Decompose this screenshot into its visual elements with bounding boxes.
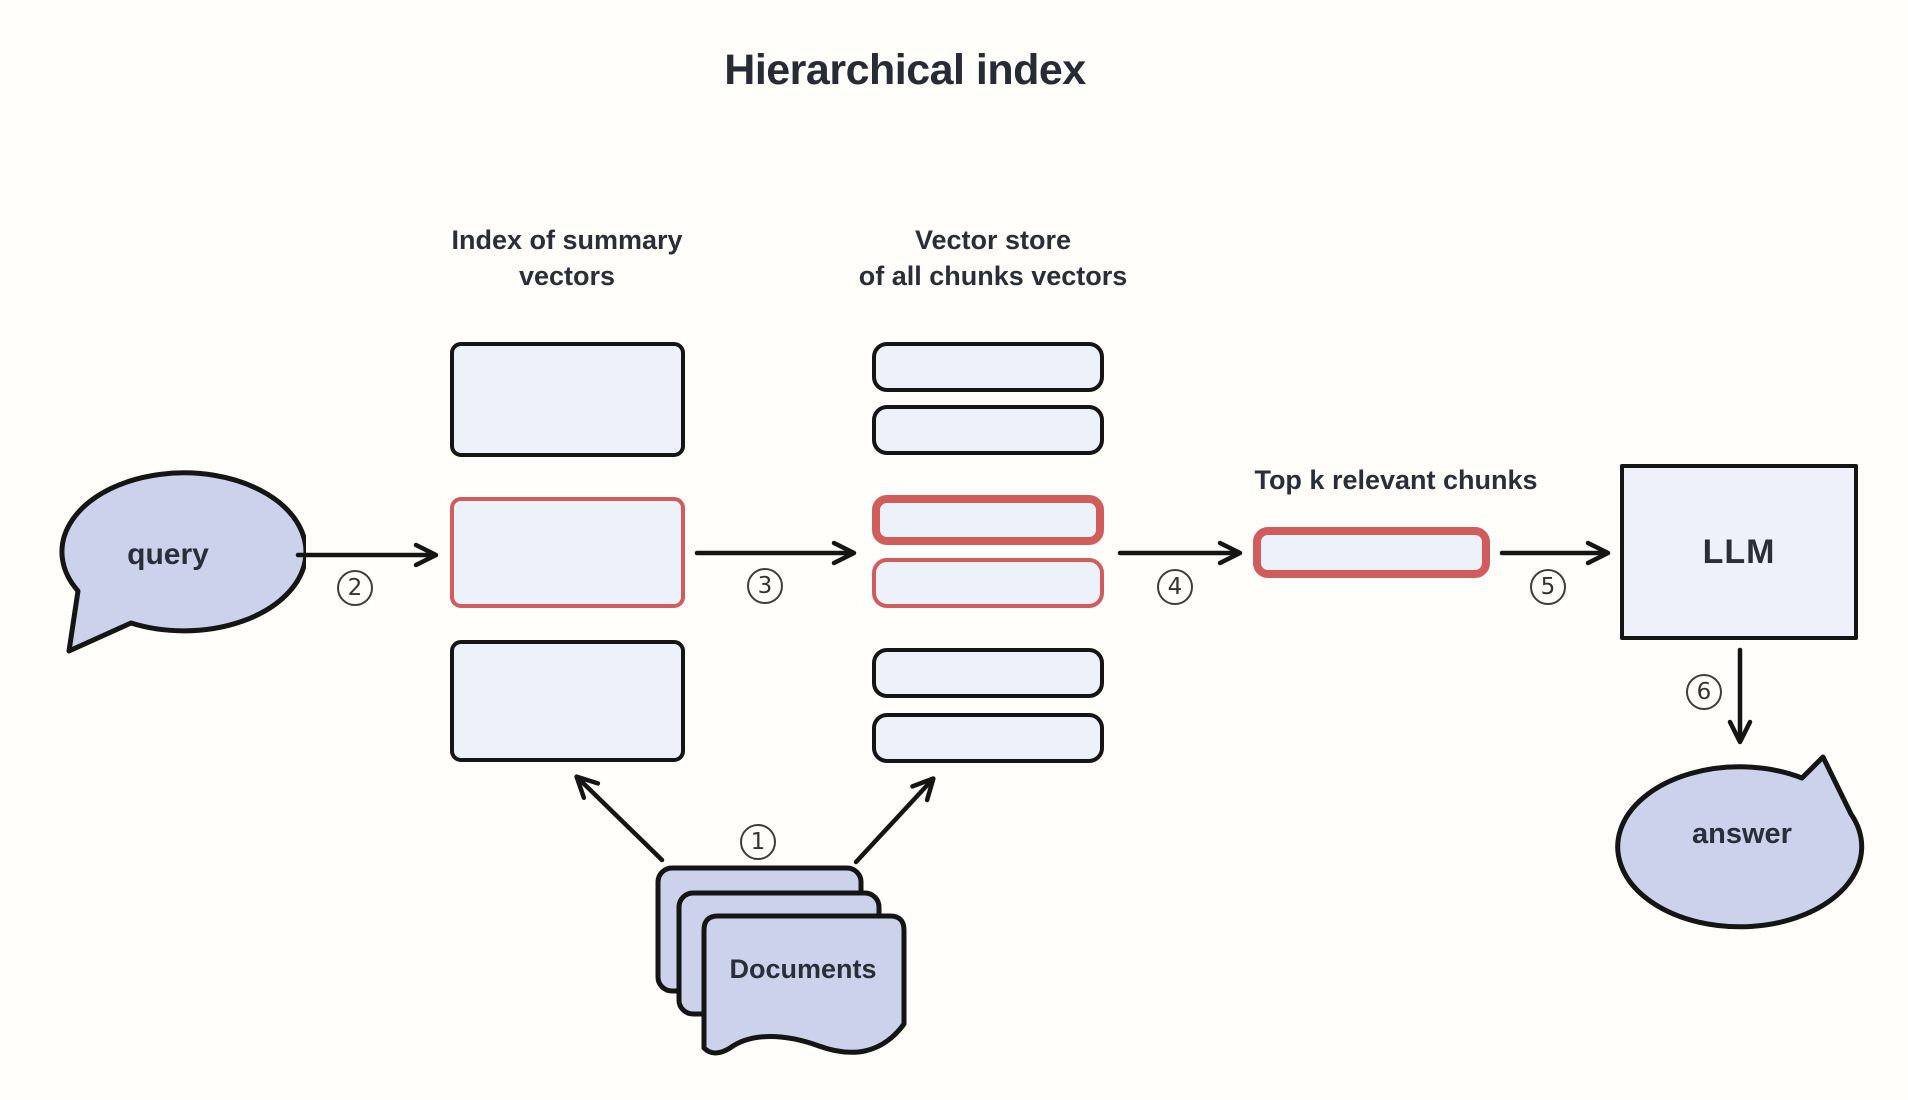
vector-store-label-line1: Vector store <box>914 225 1072 255</box>
summary-index-label: Index of summary vectors <box>397 222 737 294</box>
top-k-label: Top k relevant chunks <box>1254 465 1538 495</box>
summary-vector-box-selected <box>450 497 685 608</box>
answer-bubble-shape <box>1615 754 1865 930</box>
llm-node-label: LLM <box>1702 532 1776 571</box>
answer-node-label: answer <box>1692 818 1792 850</box>
llm-node: LLM <box>1620 464 1858 640</box>
step-badge-1: 1 <box>740 824 776 860</box>
chunk-selected-1 <box>872 495 1104 545</box>
vector-store-label: Vector store of all chunks vectors <box>823 222 1163 294</box>
summary-index-label-line2: vectors <box>518 261 616 291</box>
step-badge-4: 4 <box>1157 569 1193 605</box>
chunk-selected-2 <box>872 558 1104 608</box>
chunk-2 <box>872 405 1104 455</box>
step-badge-5: 5 <box>1530 569 1566 605</box>
chunk-1 <box>872 342 1104 392</box>
query-node-label: query <box>127 538 209 571</box>
arrow-documents-to-chunks <box>853 776 936 865</box>
documents-stack-shape <box>655 865 907 1056</box>
answer-bubble-path <box>1615 754 1865 930</box>
chunk-4 <box>872 713 1104 763</box>
summary-vector-box-1 <box>450 342 685 457</box>
summary-index-label-line1: Index of summary <box>451 225 683 255</box>
top-k-chunk <box>1253 527 1490 578</box>
query-bubble-path <box>59 470 306 654</box>
summary-vector-box-3 <box>450 640 685 762</box>
step-badge-6: 6 <box>1686 674 1722 710</box>
query-bubble-shape <box>59 470 306 654</box>
step-badge-3: 3 <box>747 568 783 604</box>
document-page-front <box>701 913 907 1056</box>
diagram-title: Hierarchical index <box>724 46 1086 94</box>
documents-node-label: Documents <box>729 954 877 984</box>
arrow-documents-to-summary <box>574 774 665 863</box>
vector-store-label-line2: of all chunks vectors <box>858 261 1128 291</box>
step-badge-2: 2 <box>337 570 373 606</box>
chunk-3 <box>872 648 1104 698</box>
